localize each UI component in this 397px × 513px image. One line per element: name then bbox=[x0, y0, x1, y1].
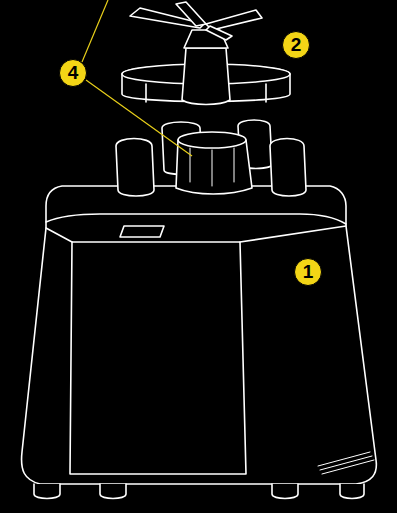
vent-marks bbox=[318, 452, 374, 474]
blade-hub bbox=[182, 48, 230, 105]
front-panel bbox=[70, 242, 246, 474]
pad bbox=[116, 139, 154, 197]
blade bbox=[206, 10, 262, 30]
leader-line bbox=[82, 0, 108, 62]
control-slot bbox=[120, 226, 164, 237]
front-bevel bbox=[46, 226, 346, 242]
pad bbox=[270, 139, 306, 197]
top-edge bbox=[46, 214, 346, 224]
foot bbox=[100, 484, 126, 499]
foot bbox=[272, 484, 298, 499]
coupling-teeth bbox=[190, 148, 234, 186]
callout-number: 2 bbox=[282, 31, 310, 59]
foot bbox=[340, 484, 364, 499]
callout-number: 4 bbox=[59, 59, 87, 87]
foot bbox=[34, 484, 60, 499]
drive-coupling-top bbox=[178, 132, 246, 148]
blade bbox=[206, 26, 232, 40]
callout-number: 1 bbox=[294, 258, 322, 286]
motor-base bbox=[22, 186, 377, 484]
blade bbox=[176, 2, 206, 26]
leader-line bbox=[86, 80, 192, 156]
